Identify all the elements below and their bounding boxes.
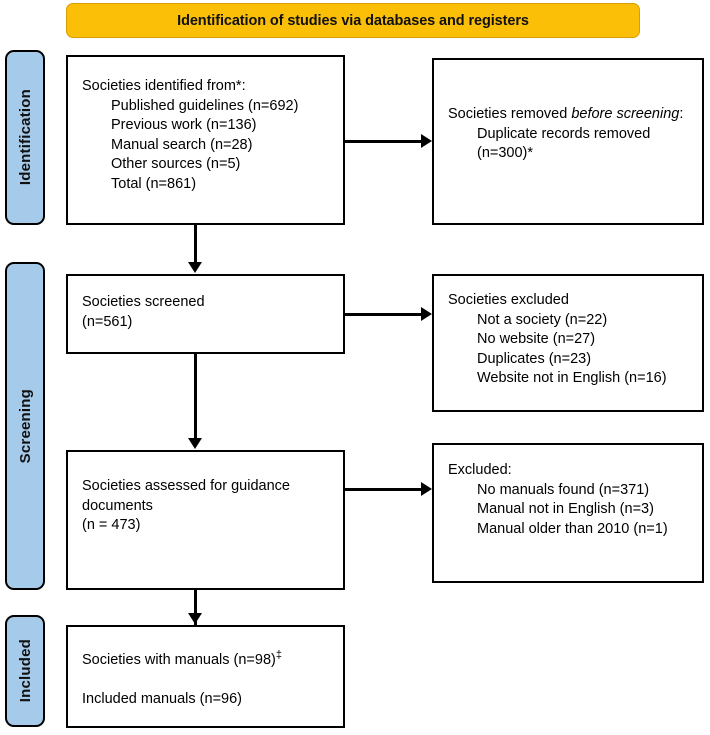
connector-assessed-to-included [194, 590, 197, 625]
arrowhead-identified-to-screened [187, 262, 202, 273]
stage-label-included: Included [5, 615, 45, 727]
excluded-screening-item: Duplicates (n=23) [477, 350, 592, 367]
box-societies-included: Societies with manuals (n=98)‡ Included … [66, 625, 345, 728]
removed-heading: Societies removed before screening: [448, 105, 694, 125]
excluded-screening-heading: Societies excluded [448, 292, 569, 308]
box-societies-identified: Societies identified from*: Published gu… [66, 55, 345, 225]
connector-assessed-to-excluded [345, 488, 421, 491]
excluded-eligibility-item: Manual not in English (n=3) [477, 501, 654, 517]
connector-identified-to-removed [345, 140, 421, 143]
assessed-heading-line2: documents [82, 497, 153, 514]
removed-item: Duplicate records removed [477, 125, 651, 142]
spacer [82, 671, 335, 690]
box-societies-assessed: Societies assessed for guidance document… [66, 450, 345, 590]
excluded-eligibility-item: Manual older than 2010 (n=1) [477, 520, 668, 537]
assessed-count: (n = 473) [82, 517, 141, 533]
included-line2: Included manuals (n=96) [82, 690, 243, 707]
arrowhead-screened-to-excluded [421, 306, 432, 321]
screened-heading: Societies screened [82, 294, 205, 310]
banner-title: Identification of studies via databases … [177, 12, 529, 29]
excluded-screening-item: No website (n=27) [477, 331, 596, 347]
identified-heading: Societies identified from*: [82, 78, 246, 94]
identified-item: Previous work (n=136) [111, 117, 257, 133]
assessed-heading-line1: Societies assessed for guidance [82, 478, 290, 494]
included-line1: Societies with manuals (n=98)‡ [82, 649, 335, 671]
stage-label-screening: Screening [5, 262, 45, 590]
excluded-eligibility-heading: Excluded: [448, 462, 512, 478]
double-dagger-icon: ‡ [275, 649, 282, 662]
removed-heading-pre: Societies removed [448, 106, 572, 122]
arrowhead-identified-to-removed [421, 133, 432, 148]
stage-identification-text: Identification [16, 89, 34, 186]
connector-screened-to-assessed [194, 354, 197, 439]
excluded-screening-item: Website not in English (n=16) [477, 370, 667, 386]
identified-item: Published guidelines (n=692) [111, 97, 299, 114]
box-excluded-eligibility: Excluded: No manuals found (n=371) Manua… [432, 443, 704, 583]
identified-item: Total (n=861) [111, 175, 197, 192]
box-societies-excluded: Societies excluded Not a society (n=22) … [432, 274, 704, 412]
box-societies-screened: Societies screened (n=561) [66, 274, 345, 354]
box-societies-removed: Societies removed before screening: Dupl… [432, 58, 704, 225]
removed-item: (n=300)* [477, 145, 534, 161]
excluded-eligibility-item: No manuals found (n=371) [477, 481, 650, 498]
arrowhead-assessed-to-excluded [421, 481, 432, 496]
connector-identified-to-screened [194, 225, 197, 263]
identified-item: Manual search (n=28) [111, 136, 253, 153]
arrowhead-screened-to-assessed [187, 438, 202, 449]
removed-heading-italic: before screening [571, 106, 680, 122]
included-line1-text: Societies with manuals (n=98) [82, 652, 276, 668]
stage-included-text: Included [16, 639, 34, 703]
identified-item: Other sources (n=5) [111, 156, 241, 172]
stage-label-identification: Identification [5, 50, 45, 225]
screened-count: (n=561) [82, 313, 133, 330]
removed-heading-post: : [679, 106, 684, 122]
diagram-banner: Identification of studies via databases … [66, 3, 640, 38]
arrowhead-assessed-to-included [187, 613, 202, 624]
connector-screened-to-excluded [345, 313, 421, 316]
stage-screening-text: Screening [16, 388, 34, 464]
excluded-screening-item: Not a society (n=22) [477, 311, 608, 328]
